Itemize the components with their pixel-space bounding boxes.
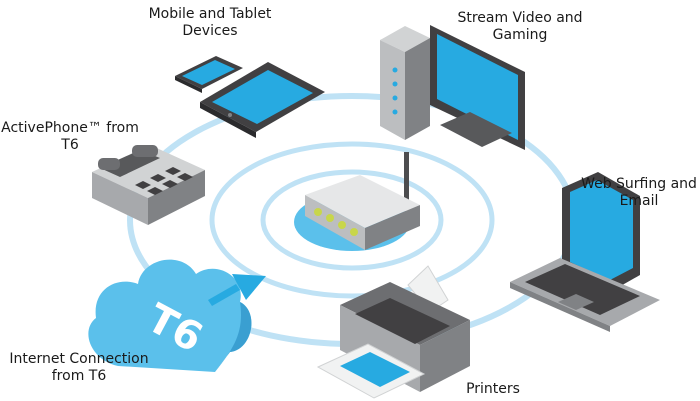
label-printers: Printers	[448, 381, 538, 398]
desk-phone-icon	[92, 145, 205, 225]
label-activephone: ActivePhone™ from T6	[0, 120, 140, 154]
label-internet-connection-line2: from T6	[51, 368, 107, 384]
laptop-icon	[510, 172, 660, 332]
label-stream-video: Stream Video and Gaming	[440, 10, 600, 44]
internet-cloud-icon: T6	[88, 259, 252, 372]
label-stream-video-line1: Stream Video and	[457, 10, 583, 26]
label-web-surfing: Web Surfing and Email	[578, 176, 700, 210]
label-mobile-tablet-line1: Mobile and Tablet	[148, 6, 272, 22]
label-web-surfing-line2: Email	[619, 193, 659, 209]
printer-icon	[316, 265, 470, 399]
arrow-icon	[208, 274, 266, 306]
label-activephone-line2: T6	[61, 137, 79, 153]
desktop-computer-icon	[380, 25, 525, 150]
label-web-surfing-line1: Web Surfing and	[581, 176, 697, 192]
label-internet-connection-line1: Internet Connection	[9, 351, 149, 367]
label-printers-line1: Printers	[466, 381, 520, 397]
inner-ring	[260, 169, 444, 271]
label-internet-connection: Internet Connection from T6	[4, 351, 154, 385]
tablet-icon	[200, 62, 325, 138]
middle-ring	[209, 141, 495, 299]
label-mobile-tablet-line2: Devices	[182, 23, 238, 39]
smartphone-icon	[175, 56, 243, 93]
router-icon	[305, 152, 420, 250]
label-mobile-tablet: Mobile and Tablet Devices	[130, 6, 290, 40]
label-stream-video-line2: Gaming	[492, 27, 548, 43]
label-activephone-line1: ActivePhone™ from	[1, 120, 139, 136]
